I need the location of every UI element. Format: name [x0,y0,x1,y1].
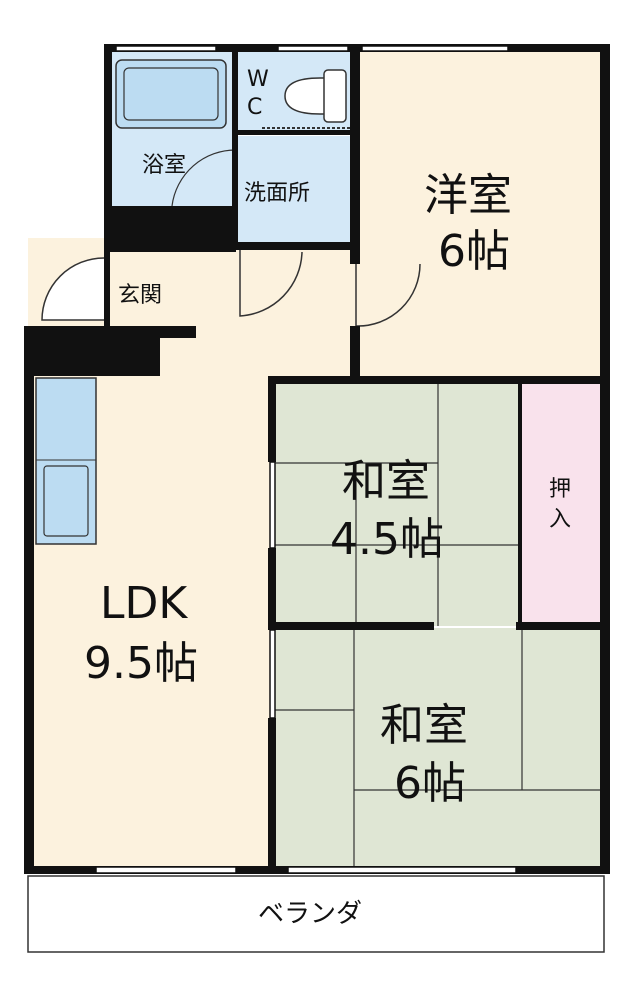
western-room-floor [354,48,606,378]
bath-door-icon [171,149,237,207]
entrance-floor [108,250,196,328]
bath-label: 浴室 [142,153,186,178]
closet-label-line1: 押 [549,477,571,502]
western-room-size: 6帖 [438,226,510,277]
tatami-lines-room-1 [272,382,522,626]
bathtub-icon [115,59,227,129]
wc-label-line1: W [247,67,269,92]
japanese-room-2-size: 6帖 [394,758,466,809]
tatami-lines-room-2 [272,628,604,870]
windows [95,45,517,874]
japanese-room-1-label: 和室 [342,456,430,507]
toilet-icon [284,69,347,123]
kitchen-sink-icon [43,465,89,537]
western-room-label: 洋室 [424,170,512,221]
ldk-size: 9.5帖 [84,638,198,689]
japanese-room-2-label: 和室 [380,700,468,751]
washroom-label: 洗面所 [244,181,310,206]
closet-label-line2: 入 [549,507,571,532]
entrance-door-icon [41,257,105,321]
washroom-door-icon [239,250,303,317]
wc-label-line2: C [247,95,262,120]
balcony-label: ベランダ [258,899,362,929]
washroom-floor [236,136,354,246]
bathtub-inner-icon [123,67,219,121]
japanese-room-1-floor [272,382,522,626]
ldk-label: LDK [100,578,188,629]
japanese-room-1-size: 4.5帖 [330,514,444,565]
closet-floor [522,382,604,626]
japanese-room-2-floor [272,628,604,870]
balcony-area [27,875,605,953]
western-room-door-icon [355,263,421,327]
entrance-label: 玄関 [118,283,162,308]
